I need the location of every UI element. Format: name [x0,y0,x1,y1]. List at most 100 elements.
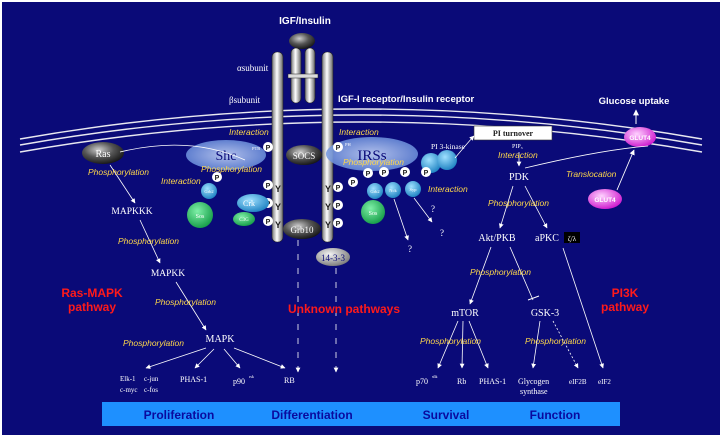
arrow-mapk-elk [145,347,207,369]
ras-mapk-title-2: pathway [68,300,116,314]
syp-label: Syp [409,187,417,192]
arrow-syp-q [413,197,433,223]
akt-label: Akt/PKB [478,233,516,244]
apkc-tag-box [564,232,580,243]
arrow-nck-q [393,198,409,241]
grb2-right [367,183,383,199]
p-badge-label: P [266,183,271,190]
target-p90-sup: rsk [249,374,254,379]
phospho-label-mtor: Phosphorylation [420,336,481,346]
p-badge-label: P [336,203,341,210]
sos-right [361,200,385,224]
arrow-mapkk-mapk [175,281,207,331]
glut4-vesicle [588,189,622,209]
pi-turnover-label: PI turnover [493,129,534,138]
target-p70-sup: s6k [432,374,438,379]
p-badge-label: P [382,170,387,177]
p-badge-shc [212,172,222,182]
arrow-ras-mapkkk [109,164,136,204]
glucose-uptake-label: Glucose uptake [599,96,670,107]
target-rb-left: RB [284,376,295,385]
target-eif2b: eIF2B [569,378,587,386]
arrow-pdk-apkc [524,185,548,229]
target-glycogen-1: Glycogen [518,377,549,386]
arrow-mtor-phas1 [468,320,489,369]
interaction-label-grb2: Interaction [161,176,201,186]
mapkkk-label: MAPKKK [111,207,152,217]
irss-label: IRSs [357,148,386,164]
sos-right-label: Sos [369,211,378,217]
p-badge-label: P [424,170,429,177]
pdk-label: PDK [509,172,530,183]
arrow-gsk3-eif2b [552,320,579,369]
irs-p-badges [348,167,410,187]
receptor-label: IGF-I receptor/Insulin receptor [338,94,474,105]
c3g-ellipse [233,212,255,226]
arrow-gsk3-gs [531,320,541,369]
membrane-line-2 [19,114,703,146]
outcome-differentiation: Differentiation [271,408,352,422]
mapkk-label: MAPKK [151,269,185,279]
phospho-mapkk: Phosphorylation [155,297,216,307]
alpha-subunit-label: αsubunit [237,63,269,73]
p-badge-label: P [336,221,341,228]
beta-subunit-left [271,51,284,243]
svg-text:Y: Y [325,184,331,194]
question-mark: ? [408,244,412,254]
phospho-label-irs: Phosphorylation [343,157,404,167]
phospho-label-mapk: Phosphorylation [123,338,184,348]
p-badge-label: P [215,175,220,182]
target-cjun: c-jun [144,375,159,383]
apkc-tag-label: ζ/λ [568,235,577,243]
beta-subunit-label: βsubunit [229,95,261,105]
arrow-translocation [616,149,635,191]
socs-label: SOCS [293,151,316,161]
crk-label: Crk [243,199,255,208]
target-phas1-left: PHAS-1 [180,375,207,384]
outcome-survival: Survival [423,408,470,422]
pi3k-node-b [437,150,457,170]
nck-node [385,182,401,198]
c3g-label: C3G [239,218,249,223]
target-eif2: eIF2 [598,378,611,386]
phospho-label-shc: Phosphorylation [201,164,262,174]
target-p90: p90 [233,377,245,386]
outcome-function: Function [530,408,581,422]
unknown-pathways-title: Unknown pathways [288,302,400,316]
ptb-label: PTB [252,146,260,151]
socs-ellipse [286,145,322,165]
pi3k-title-1: PI3K [612,286,639,300]
membrane-line-3 [19,108,703,140]
grb2-right-label: Grb2 [370,189,379,194]
pi3k-label: PI 3-kinase [431,142,466,151]
target-glycogen-2: synthase [520,387,548,396]
target-cfos: c-fos [144,386,158,394]
ligand-label: IGF/Insulin [279,16,331,27]
question-mark: ? [431,204,435,214]
glut4-vesicle-label: GLUT4 [594,197,616,204]
phospho-ras: Phosphorylation [88,167,149,177]
arrow-mapk-rb [233,347,286,369]
irss-ellipse [326,137,418,171]
ph-label: PH [345,142,352,147]
target-elk1: Elk-1 [120,375,136,383]
ras-label: Ras [96,149,111,160]
interaction-label-shc: Interaction [229,127,269,137]
question-mark: ? [440,228,444,238]
arrow-mapk-p90 [223,348,241,369]
sos-left-label: Sos [196,214,205,220]
svg-text:Y: Y [325,202,331,212]
interaction-label-pdk: Interaction [498,150,538,160]
arrow-apkc-eif2 [562,247,604,369]
mapk-label: MAPK [206,334,236,345]
arrow-akt-mtor [469,246,492,305]
p-badge-label: P [403,170,408,177]
phospho-label-pdk: Phosphorylation [488,198,549,208]
shc-label: Shc [216,149,237,164]
svg-text:Y: Y [275,184,281,194]
target-p70: p70 [416,377,428,386]
syp-node [405,181,421,197]
crk-ellipse [237,194,269,212]
